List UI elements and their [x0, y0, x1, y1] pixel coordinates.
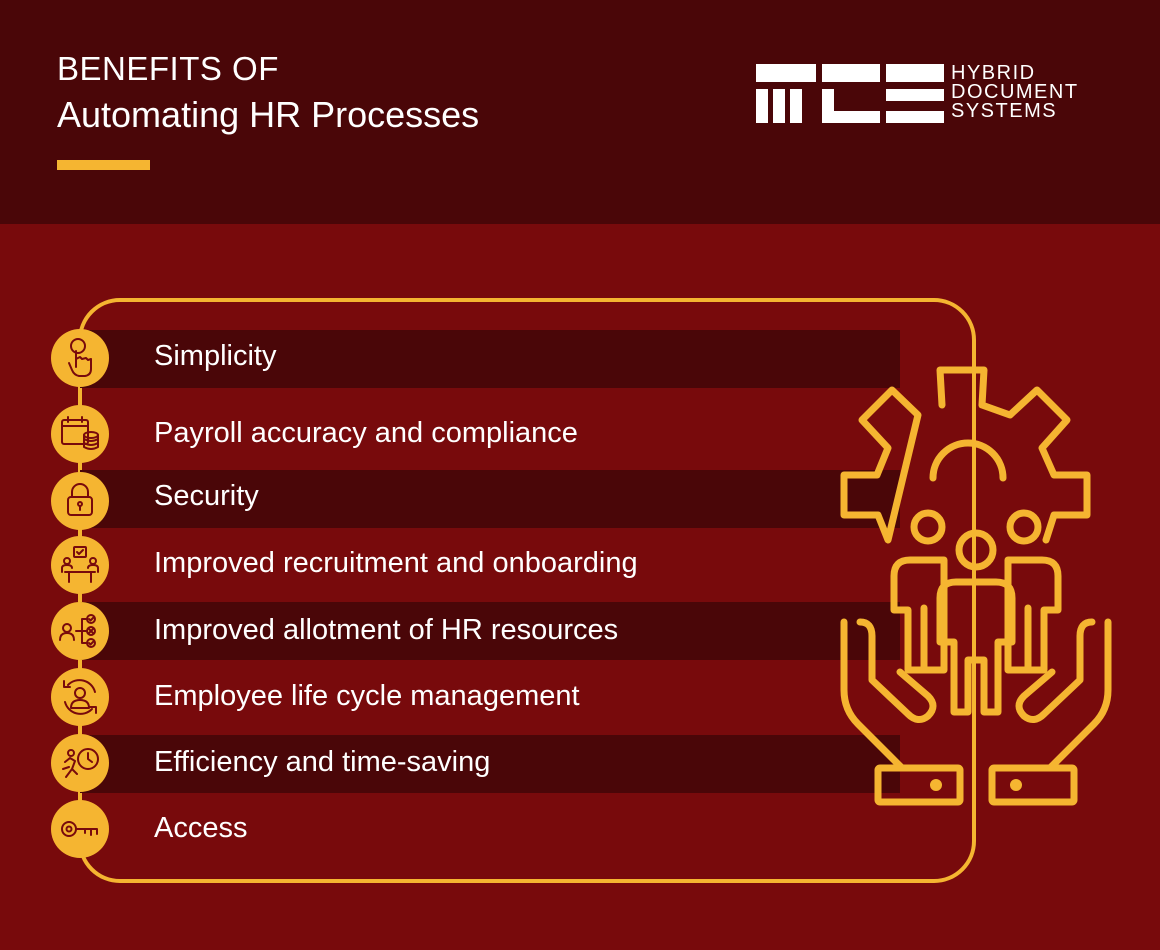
benefit-label-security: Security [154, 480, 259, 512]
calendar-coins-icon [51, 405, 109, 463]
benefit-row-7 [80, 735, 900, 793]
employee-cycle-icon [51, 668, 109, 726]
benefit-row-1 [80, 330, 900, 388]
logo-text-systems: SYSTEMS [951, 100, 1058, 122]
logo-text-hybrid: HYBRID [951, 62, 1036, 84]
benefit-label-simplicity: Simplicity [154, 340, 277, 372]
company-logo: HYBRID DOCUMENT SYSTEMS [756, 62, 1101, 126]
benefit-label-payroll: Payroll accuracy and compliance [154, 417, 578, 449]
title-accent-bar [57, 160, 150, 170]
title-line-1: BENEFITS OF [57, 50, 279, 87]
benefit-label-recruitment: Improved recruitment and onboarding [154, 547, 638, 579]
padlock-icon [51, 472, 109, 530]
running-clock-icon [51, 734, 109, 792]
touch-hand-icon [51, 329, 109, 387]
benefit-label-allotment: Improved allotment of HR resources [154, 614, 619, 646]
benefit-row-3 [80, 470, 900, 528]
logo-text-document: DOCUMENT [951, 81, 1079, 103]
header-banner: BENEFITS OF Automating HR Processes [0, 0, 1160, 224]
hds-logo-mark-icon [756, 64, 944, 123]
logo-wordmark: HYBRID DOCUMENT SYSTEMS [951, 62, 1079, 122]
person-hierarchy-icon [51, 602, 109, 660]
benefit-row-5 [80, 602, 900, 660]
title-line-2: Automating HR Processes [57, 94, 480, 135]
hands-people-gear-icon [840, 366, 1112, 806]
key-icon [51, 800, 109, 858]
benefit-label-efficiency: Efficiency and time-saving [154, 746, 491, 778]
benefit-label-lifecycle: Employee life cycle management [154, 680, 580, 712]
benefit-label-access: Access [154, 812, 248, 844]
meeting-table-icon [51, 536, 109, 594]
